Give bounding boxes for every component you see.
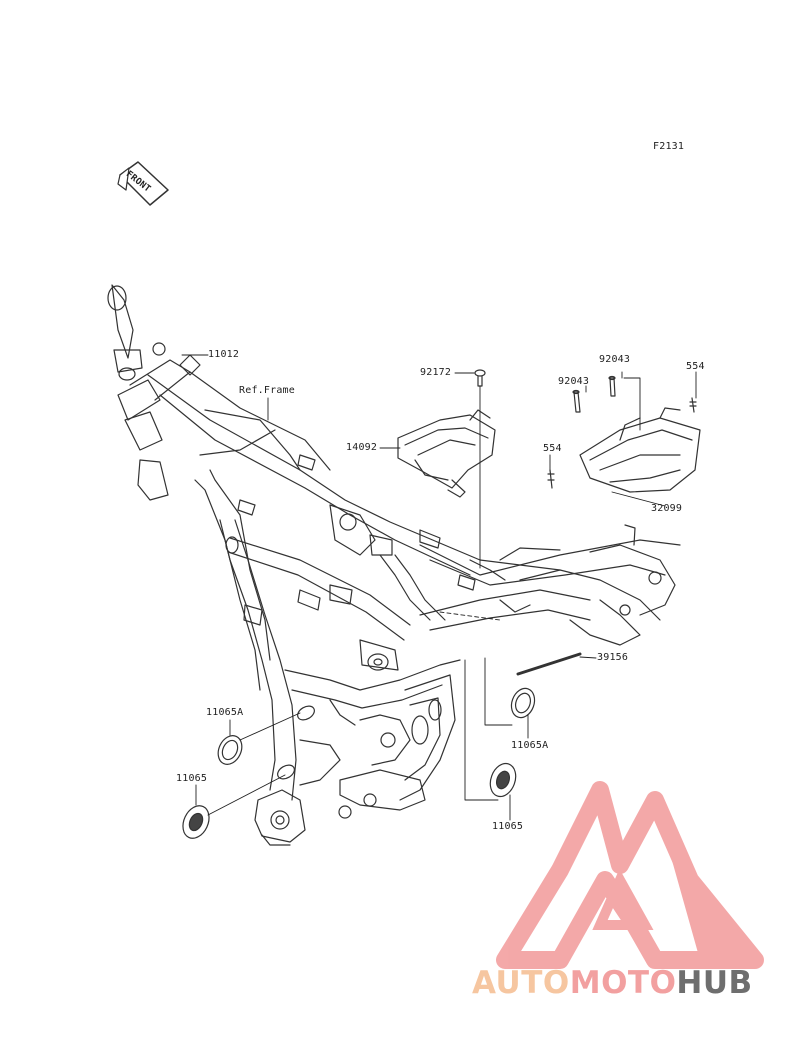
autohub-logo <box>496 781 764 969</box>
cap-11065-left <box>182 805 210 839</box>
cap-11065A-left <box>217 735 243 765</box>
screw-92172 <box>474 369 486 387</box>
part-label-11012[interactable]: 11012 <box>208 349 240 360</box>
part-label-39156[interactable]: 39156 <box>597 652 629 663</box>
part-label-92172[interactable]: 92172 <box>420 367 452 378</box>
part-label-92043-a[interactable]: 92043 <box>599 354 631 365</box>
bracket-14092 <box>397 409 496 498</box>
watermark-hub: HUB <box>676 965 753 1001</box>
cover-32099 <box>579 407 701 493</box>
part-label-11065A-right[interactable]: 11065A <box>511 740 549 751</box>
cap-11065-right <box>489 762 517 798</box>
part-label-554-b[interactable]: 554 <box>543 443 562 454</box>
watermark-text: AUTOMOTOHUB <box>472 965 753 1001</box>
part-label-14092[interactable]: 14092 <box>346 442 378 453</box>
part-label-11065A-left[interactable]: 11065A <box>206 707 244 718</box>
part-label-11065-right[interactable]: 11065 <box>492 821 524 832</box>
ref-frame-label: Ref.Frame <box>239 385 295 396</box>
front-arrow-icon <box>117 161 169 206</box>
watermark-auto: AUTO <box>472 965 570 1001</box>
watermark-moto: MOTO <box>569 965 677 1001</box>
part-label-11065-left[interactable]: 11065 <box>176 773 208 784</box>
cap-11065A-right <box>510 687 536 719</box>
part-label-92043-b[interactable]: 92043 <box>558 376 590 387</box>
diagram-code: F2131 <box>653 141 685 152</box>
part-label-554-a[interactable]: 554 <box>686 361 705 372</box>
part-label-32099[interactable]: 32099 <box>651 503 683 514</box>
